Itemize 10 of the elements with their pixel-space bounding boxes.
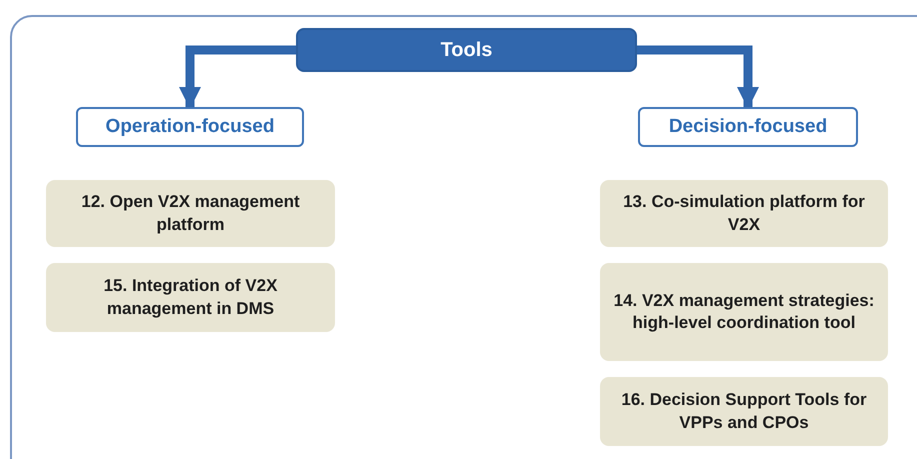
arrow bbox=[637, 46, 759, 109]
category-box: Decision-focused bbox=[638, 107, 858, 147]
category-box: Operation-focused bbox=[76, 107, 304, 147]
tool-box: 14. V2X management strategies: high-level coordination tool bbox=[600, 263, 888, 361]
tool-box: 15. Integration of V2X management in DMS bbox=[46, 263, 335, 332]
arrow bbox=[179, 46, 296, 109]
tool-box: 16. Decision Support Tools for VPPs and CPOs bbox=[600, 377, 888, 446]
tool-box: 12. Open V2X management platform bbox=[46, 180, 335, 247]
tool-box: 13. Co-simulation platform for V2X bbox=[600, 180, 888, 247]
title-box: Tools bbox=[296, 28, 637, 72]
